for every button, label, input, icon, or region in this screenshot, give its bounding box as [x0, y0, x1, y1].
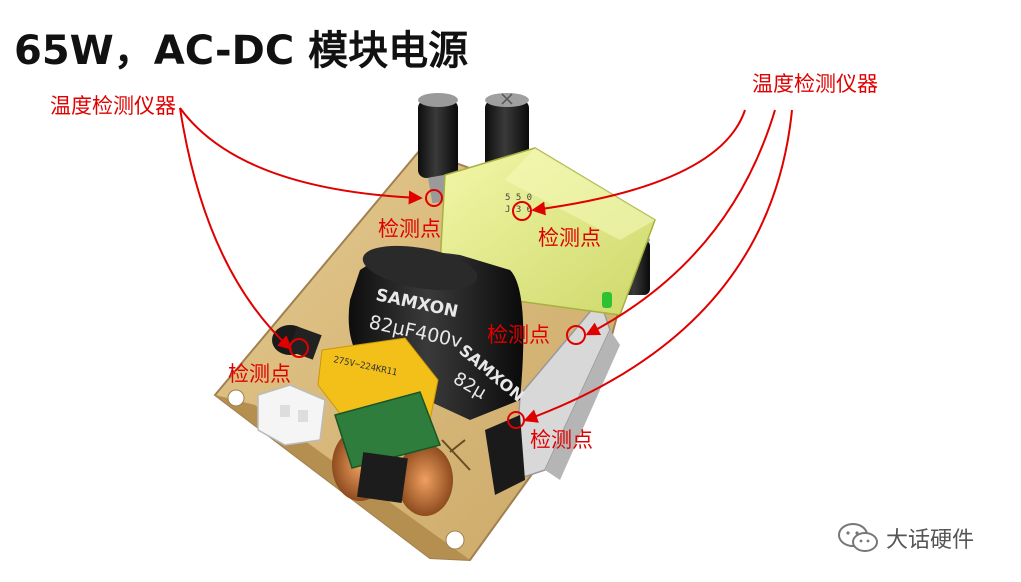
watermark-text: 大话硬件 — [886, 528, 975, 553]
svg-text:5 5 0: 5 5 0 — [505, 193, 532, 203]
instrument-label-right: 温度检测仪器 — [752, 72, 878, 96]
check-point-label: 检测点 — [530, 428, 593, 452]
common-mode-choke — [332, 391, 453, 516]
instrument-label-left: 温度检测仪器 — [50, 94, 176, 118]
left-arrows — [179, 107, 423, 350]
check-point-label: 检测点 — [378, 217, 441, 241]
input-connector — [257, 384, 326, 446]
power-transistor — [485, 415, 525, 495]
check-point-label: 检测点 — [487, 323, 550, 347]
marker-3 — [566, 325, 586, 345]
check-point-label: 检测点 — [538, 226, 601, 250]
marker-1 — [425, 189, 443, 207]
marker-2 — [512, 201, 532, 221]
right-arrows — [523, 109, 793, 423]
led-indicator — [602, 292, 612, 308]
watermark: 大话硬件 — [836, 520, 974, 556]
svg-text:J 3 6: J 3 6 — [505, 205, 532, 215]
wechat-icon — [838, 523, 878, 552]
check-point-label: 检测点 — [228, 362, 291, 386]
page-title: 65W，AC-DC 模块电源 — [14, 28, 469, 74]
